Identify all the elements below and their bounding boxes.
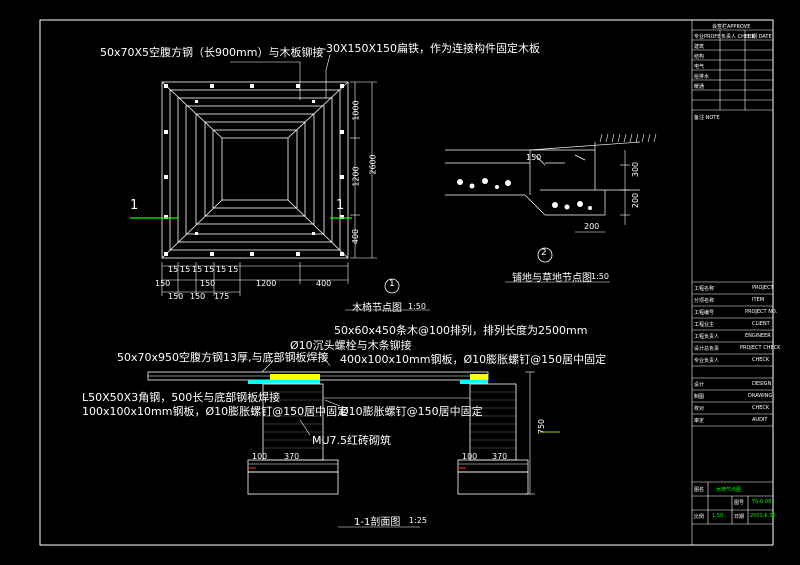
paving-detail xyxy=(445,141,641,216)
tb-row-7: 暖通 xyxy=(694,84,705,90)
tb-project-3: 工程业主 xyxy=(694,322,715,328)
dim-bottom-150-c: 150 xyxy=(168,292,184,301)
plan-number: 1 xyxy=(389,279,395,289)
tb-drawing-name: 木椅节点图 xyxy=(716,487,742,493)
tb-date: 2001.6.30 xyxy=(750,513,776,519)
dim-bottom-1200: 1200 xyxy=(256,279,277,288)
detail-dim-150: 150 xyxy=(526,153,542,162)
tb-project-5-r: PROJECT CHECK xyxy=(740,345,781,351)
dim-bottom-15-f: 15 xyxy=(228,265,239,274)
tb-project-9-r: CHECK xyxy=(752,405,770,411)
dim-right-1000: 1000 xyxy=(351,100,361,121)
section-dim-100-b: 100 xyxy=(462,452,478,461)
section-mark-left: 1 xyxy=(130,198,139,213)
note-steel-plate-2: 100x100x10mm钢板，Ø10膨胀螺钉@150居中固定 xyxy=(82,405,349,418)
note-expansion-screw: Ø10膨胀螺钉@150居中固定 xyxy=(340,405,483,418)
detail-dim-200-a: 200 xyxy=(631,192,641,209)
tb-row-2: 日期 DATE xyxy=(747,34,772,40)
tb-row-3: 建筑 xyxy=(694,44,705,50)
tb-scale: 1:50 xyxy=(712,513,724,519)
gravel-hatch xyxy=(457,178,592,210)
tb-project-2-r: PROJECT NO. xyxy=(745,309,778,315)
tb-project-7-r: DESIGN xyxy=(752,381,772,387)
note-bolt: Ø10沉头螺栓与木条铆接 xyxy=(290,339,412,352)
dim-bottom-15-e: 15 xyxy=(216,265,227,274)
section-mark-right: 1 xyxy=(336,198,345,213)
tb-project-7: 设计 xyxy=(694,382,705,388)
tb-project-4-r: ENGINEER xyxy=(745,333,771,339)
tb-row-5: 电气 xyxy=(694,64,705,70)
detail-number-circle xyxy=(537,247,553,263)
dim-bottom-15-a: 15 xyxy=(168,265,179,274)
tb-project-3-r: CLIENT xyxy=(752,321,770,327)
title-block-frame xyxy=(691,19,774,546)
dim-bottom-15-b: 15 xyxy=(180,265,191,274)
section-scale: 1:25 xyxy=(409,516,427,525)
drawing-border xyxy=(39,19,774,546)
tb-approve: 会签栏APPROVE xyxy=(712,24,751,30)
grass-hatch xyxy=(599,133,657,143)
tb-project-6-r: CHECK xyxy=(752,357,770,363)
tb-project-8: 制图 xyxy=(694,394,705,400)
section-view xyxy=(147,351,560,495)
tb-row-4: 结构 xyxy=(694,54,705,60)
note-flat-iron: -30X150X150扁铁，作为连接构件固定木板 xyxy=(322,42,541,55)
tb-date-label: 日期 xyxy=(734,514,745,520)
tb-drawing-name-label: 图名 xyxy=(694,487,705,493)
note-tube-steel: 50x70X5空腹方钢（长900mm）与木板铆接 xyxy=(100,46,324,59)
dim-bottom-175: 175 xyxy=(214,292,230,301)
tb-project-10-r: AUDIT xyxy=(752,417,768,423)
tb-project-6: 专业负责人 xyxy=(694,358,720,364)
tb-project-0-r: PROJECT xyxy=(752,285,774,291)
tb-row-0: 专业PROFE xyxy=(694,34,721,40)
section-title: 1-1剖面图 xyxy=(354,517,401,528)
plan-number-circle xyxy=(384,278,400,294)
tb-row-6: 给排水 xyxy=(694,74,710,80)
note-bench-wood: 50x60x450条木@100排列，排列长度为2500mm xyxy=(334,324,588,337)
dim-right-2600: 2600 xyxy=(368,154,378,175)
dim-bottom-15-c: 15 xyxy=(192,265,203,274)
detail-scale: 1:50 xyxy=(591,272,609,281)
dim-right-400: 400 xyxy=(351,228,361,245)
dim-bottom-15-d: 15 xyxy=(204,265,215,274)
dim-bottom-150-b: 150 xyxy=(200,279,216,288)
tb-project-9: 校对 xyxy=(694,406,705,412)
tb-project-4: 工程负责人 xyxy=(694,334,720,340)
tb-drawing-no-label: 图号 xyxy=(734,500,745,506)
bench-plan xyxy=(161,81,349,259)
detail-dim-200-b: 200 xyxy=(584,222,600,231)
note-angle-steel: L50X50X3角钢，500长与底部钢板焊接 xyxy=(82,391,281,404)
tb-project-1-r: ITEM xyxy=(752,297,765,303)
dim-bottom-400: 400 xyxy=(316,279,332,288)
bolt-markers xyxy=(164,84,344,256)
tb-drawing-no: YS-6-06 xyxy=(752,499,772,505)
tb-project-5: 设计总负责 xyxy=(694,346,720,352)
tb-project-8-r: DRAWING xyxy=(748,393,773,399)
tb-scale-label: 比例 xyxy=(694,514,705,520)
section-dim-370-a: 370 xyxy=(284,452,300,461)
note-steel-plate: 400x100x10mm钢板，Ø10膨胀螺钉@150居中固定 xyxy=(340,353,607,366)
dim-right-1200: 1200 xyxy=(351,166,361,187)
tb-project-0: 工程名称 xyxy=(694,286,715,292)
tb-project-1: 分项名称 xyxy=(694,298,715,304)
plan-scale: 1:50 xyxy=(408,302,426,311)
section-dim-750: 750 xyxy=(537,418,547,435)
dim-bottom-150-a: 150 xyxy=(155,279,171,288)
tb-note: 备注 NOTE xyxy=(694,115,720,121)
note-brick: MU7.5红砖砌筑 xyxy=(312,434,392,447)
detail-number: 2 xyxy=(541,248,547,258)
tb-project-10: 审定 xyxy=(694,418,705,424)
detail-dim-300: 300 xyxy=(631,161,641,178)
tb-row-1: 负责人 CHECK xyxy=(721,34,755,40)
detail-title: 铺地与草地节点图 xyxy=(512,273,592,284)
section-dim-370-b: 370 xyxy=(492,452,508,461)
plan-title: 木椅节点图 xyxy=(352,303,402,314)
tb-project-2: 工程编号 xyxy=(694,310,715,316)
section-dim-100-a: 100 xyxy=(252,452,268,461)
dim-bottom-150-d: 150 xyxy=(190,292,206,301)
note-tube-steel-2: 50x70x950空腹方钢13厚,与底部钢板焊接 xyxy=(117,351,329,364)
